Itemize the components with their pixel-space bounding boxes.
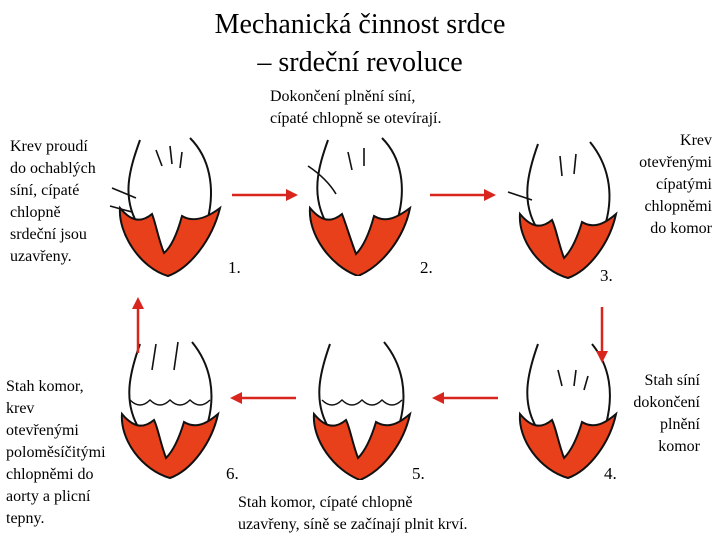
stage-number-5: 5.: [412, 464, 425, 483]
stage-number-4: 4.: [604, 464, 617, 483]
page-title: Mechanická činnost srdce – srdeční revol…: [0, 6, 720, 82]
heart-stage-4: [518, 343, 618, 480]
arrow-1-to-2: [232, 189, 298, 201]
stage-number-6: 6.: [226, 464, 239, 483]
arrow-6-to-1: [132, 297, 144, 353]
stage-4-note: Stah síní dokončení plnění komor: [633, 372, 700, 455]
heart-stage-3: [507, 141, 618, 280]
stage-number-2: 2.: [420, 258, 433, 277]
stage-1-note: Krev proudí do ochablých síní, cípaté ch…: [10, 138, 96, 265]
stage-6-note: Stah komor, krev otevřenými poloměsíčitý…: [6, 378, 106, 527]
arrow-3-to-4: [596, 307, 608, 363]
heart-stage-6: [120, 341, 220, 480]
stage-number-1: 1.: [228, 258, 241, 277]
title-line-1: Mechanická činnost srdce: [214, 9, 506, 40]
heart-stage-5: [312, 341, 412, 480]
arrow-4-to-5: [432, 392, 498, 404]
arrow-5-to-6: [230, 392, 296, 404]
stage-3-note: Krev otevřenými cípatými chlopněmi do ko…: [639, 132, 712, 237]
heart-stage-2: [307, 137, 412, 276]
heart-stage-1: [109, 137, 222, 278]
arrow-2-to-3: [430, 189, 496, 201]
stage-number-3: 3.: [600, 266, 613, 285]
stage-5-note: Stah komor, cípaté chlopně uzavřeny, sín…: [238, 494, 468, 533]
title-line-2: – srdeční revoluce: [257, 47, 463, 78]
stage-2-note: Dokončení plnění síní, cípaté chlopně se…: [270, 88, 442, 127]
